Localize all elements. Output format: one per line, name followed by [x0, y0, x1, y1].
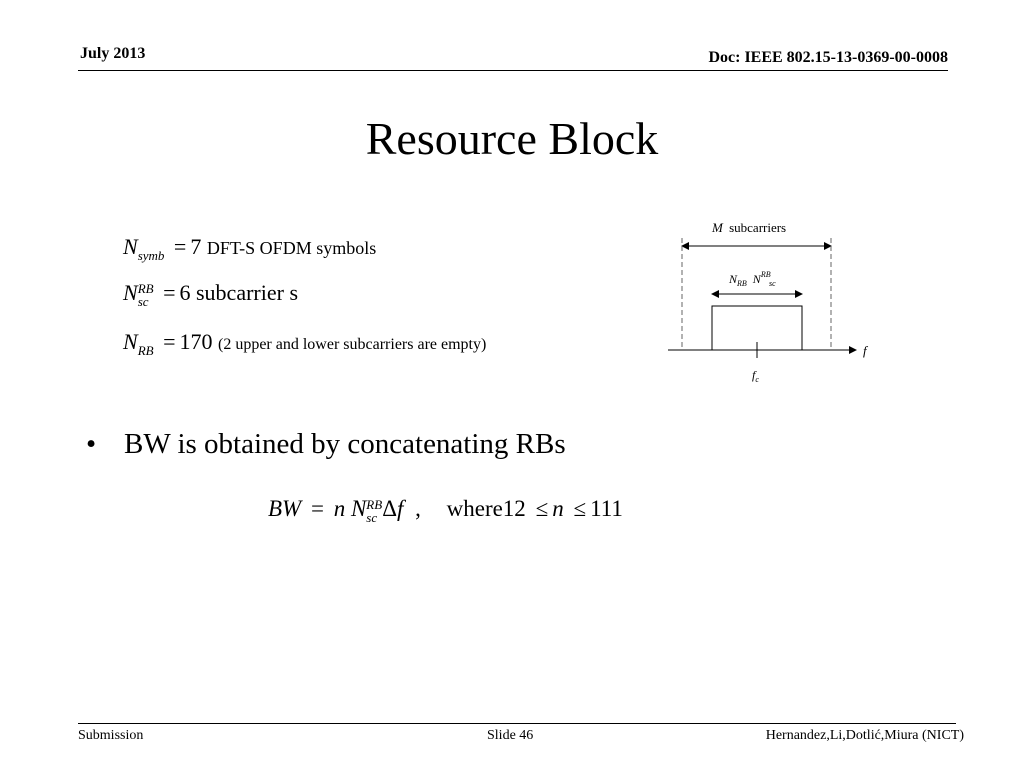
bw-sup: RB — [366, 497, 383, 512]
footer-submission: Submission — [78, 728, 144, 743]
eq2-symbol: N — [123, 280, 138, 305]
m-variable: M — [711, 220, 724, 235]
bw-comma: , — [415, 496, 421, 521]
eq1-value: 7 — [190, 234, 202, 259]
rb-n2: N — [752, 272, 762, 286]
bw-sub: sc — [366, 510, 378, 525]
rb-sub1: RB — [736, 279, 747, 288]
rb-n1: N — [728, 272, 738, 286]
eq3-symbol: N — [123, 329, 138, 354]
bullet-text: BW is obtained by concatenating RBs — [124, 428, 566, 460]
bw-n2: n — [552, 496, 564, 521]
bw-max: 111 — [590, 496, 623, 521]
eq1-subscript: symb — [137, 248, 165, 263]
eq2-equals: = — [163, 280, 176, 305]
equation-n-rb: NRB =170 (2 upper and lower subcarriers … — [123, 329, 487, 358]
header-date: July 2013 — [80, 45, 146, 62]
bw-lhs: BW — [268, 496, 302, 521]
header-divider — [78, 70, 948, 71]
rb-sub2: sc — [769, 279, 776, 288]
eq2-unit: subcarrier s — [196, 280, 299, 305]
eq1-equals: = — [173, 234, 187, 259]
rb-width-label: NRB NRB — [728, 270, 771, 289]
footer-authors: Hernandez,Li,Dotlić,Miura (NICT) — [765, 728, 964, 743]
slide-title: Resource Block — [365, 113, 659, 164]
footer-divider — [78, 723, 956, 724]
eq2-value: 6 — [179, 280, 191, 305]
bullet-marker: • — [86, 428, 97, 460]
eq2-subscript: sc — [137, 294, 149, 309]
bw-le1: ≤ — [535, 496, 549, 521]
header-doc-id: Doc: IEEE 802.15-13-0369-00-0008 — [708, 49, 948, 66]
eq1-note: DFT-S OFDM symbols — [206, 238, 377, 258]
bw-le2: ≤ — [573, 496, 587, 521]
bw-equals: = — [310, 496, 324, 521]
eq1-symbol: N — [123, 234, 138, 259]
eq3-value: 170 — [179, 329, 213, 354]
bw-n: n — [333, 496, 346, 521]
eq3-subscript: RB — [137, 343, 154, 358]
m-subcarriers-text: subcarriers — [729, 220, 786, 235]
eq3-note: (2 upper and lower subcarriers are empty… — [218, 336, 487, 353]
eq3-equals: = — [163, 329, 176, 354]
center-frequency-label: fc — [752, 368, 759, 384]
equation-n-symb: Nsymb =7 DFT-S OFDM symbols — [123, 234, 377, 263]
eq2-superscript: RB — [137, 281, 154, 296]
fc-sub: c — [755, 375, 759, 384]
fc-f: f — [752, 368, 757, 382]
footer-slide-number: Slide 46 — [487, 728, 534, 743]
m-subcarriers-label: M subcarriers — [711, 220, 786, 235]
rb-sup2: RB — [760, 270, 771, 279]
resource-block-diagram: M subcarriers NRB NRB sc f fc — [668, 220, 869, 384]
frequency-axis-label: f — [863, 343, 869, 358]
bw-N: N — [350, 496, 367, 521]
bw-delta: Δ — [382, 496, 397, 521]
bw-where: where12 — [446, 496, 526, 521]
bw-f: f — [396, 496, 404, 521]
bullet-item: • BW is obtained by concatenating RBs — [86, 428, 566, 461]
